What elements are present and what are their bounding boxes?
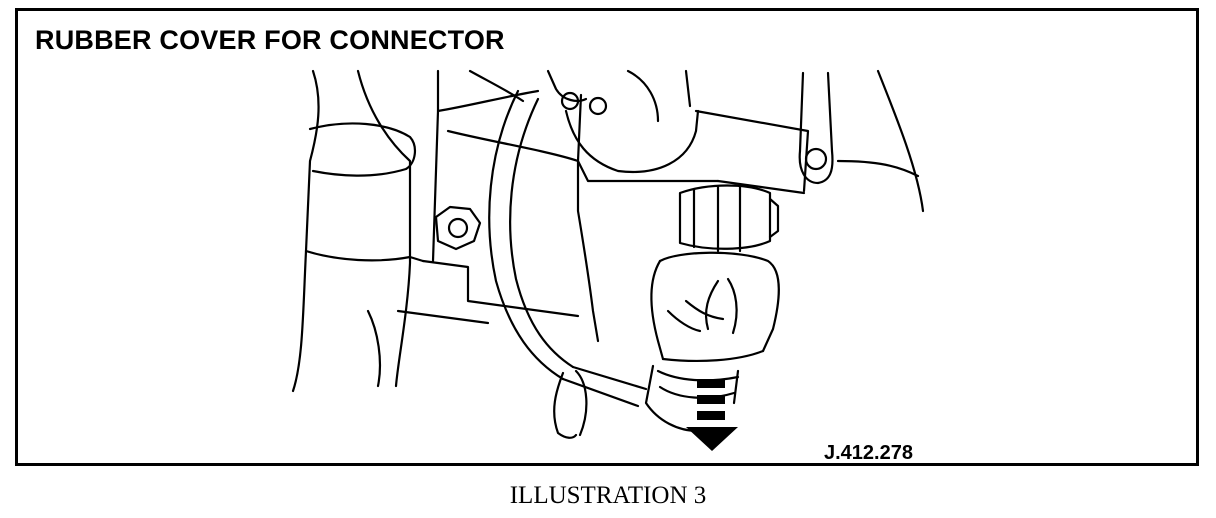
hex-nut-icon <box>434 205 482 251</box>
dashed-down-arrow-icon <box>686 379 738 451</box>
engine-block <box>396 69 692 343</box>
rubber-cover <box>644 251 780 433</box>
bracket-bolt <box>798 69 925 213</box>
sensor-housing <box>560 69 810 195</box>
figure-reference: J.412.278 <box>824 442 913 464</box>
line-drawing <box>291 69 925 451</box>
figure-title: RUBBER COVER FOR CONNECTOR <box>35 25 505 55</box>
illustration-frame: RUBBER COVER FOR CONNECTOR J.412.278 <box>15 8 1199 466</box>
left-hose <box>291 69 416 393</box>
illustration-caption: ILLUSTRATION 3 <box>509 482 707 509</box>
wiring-harness <box>488 89 648 439</box>
sensor-body <box>678 184 780 253</box>
